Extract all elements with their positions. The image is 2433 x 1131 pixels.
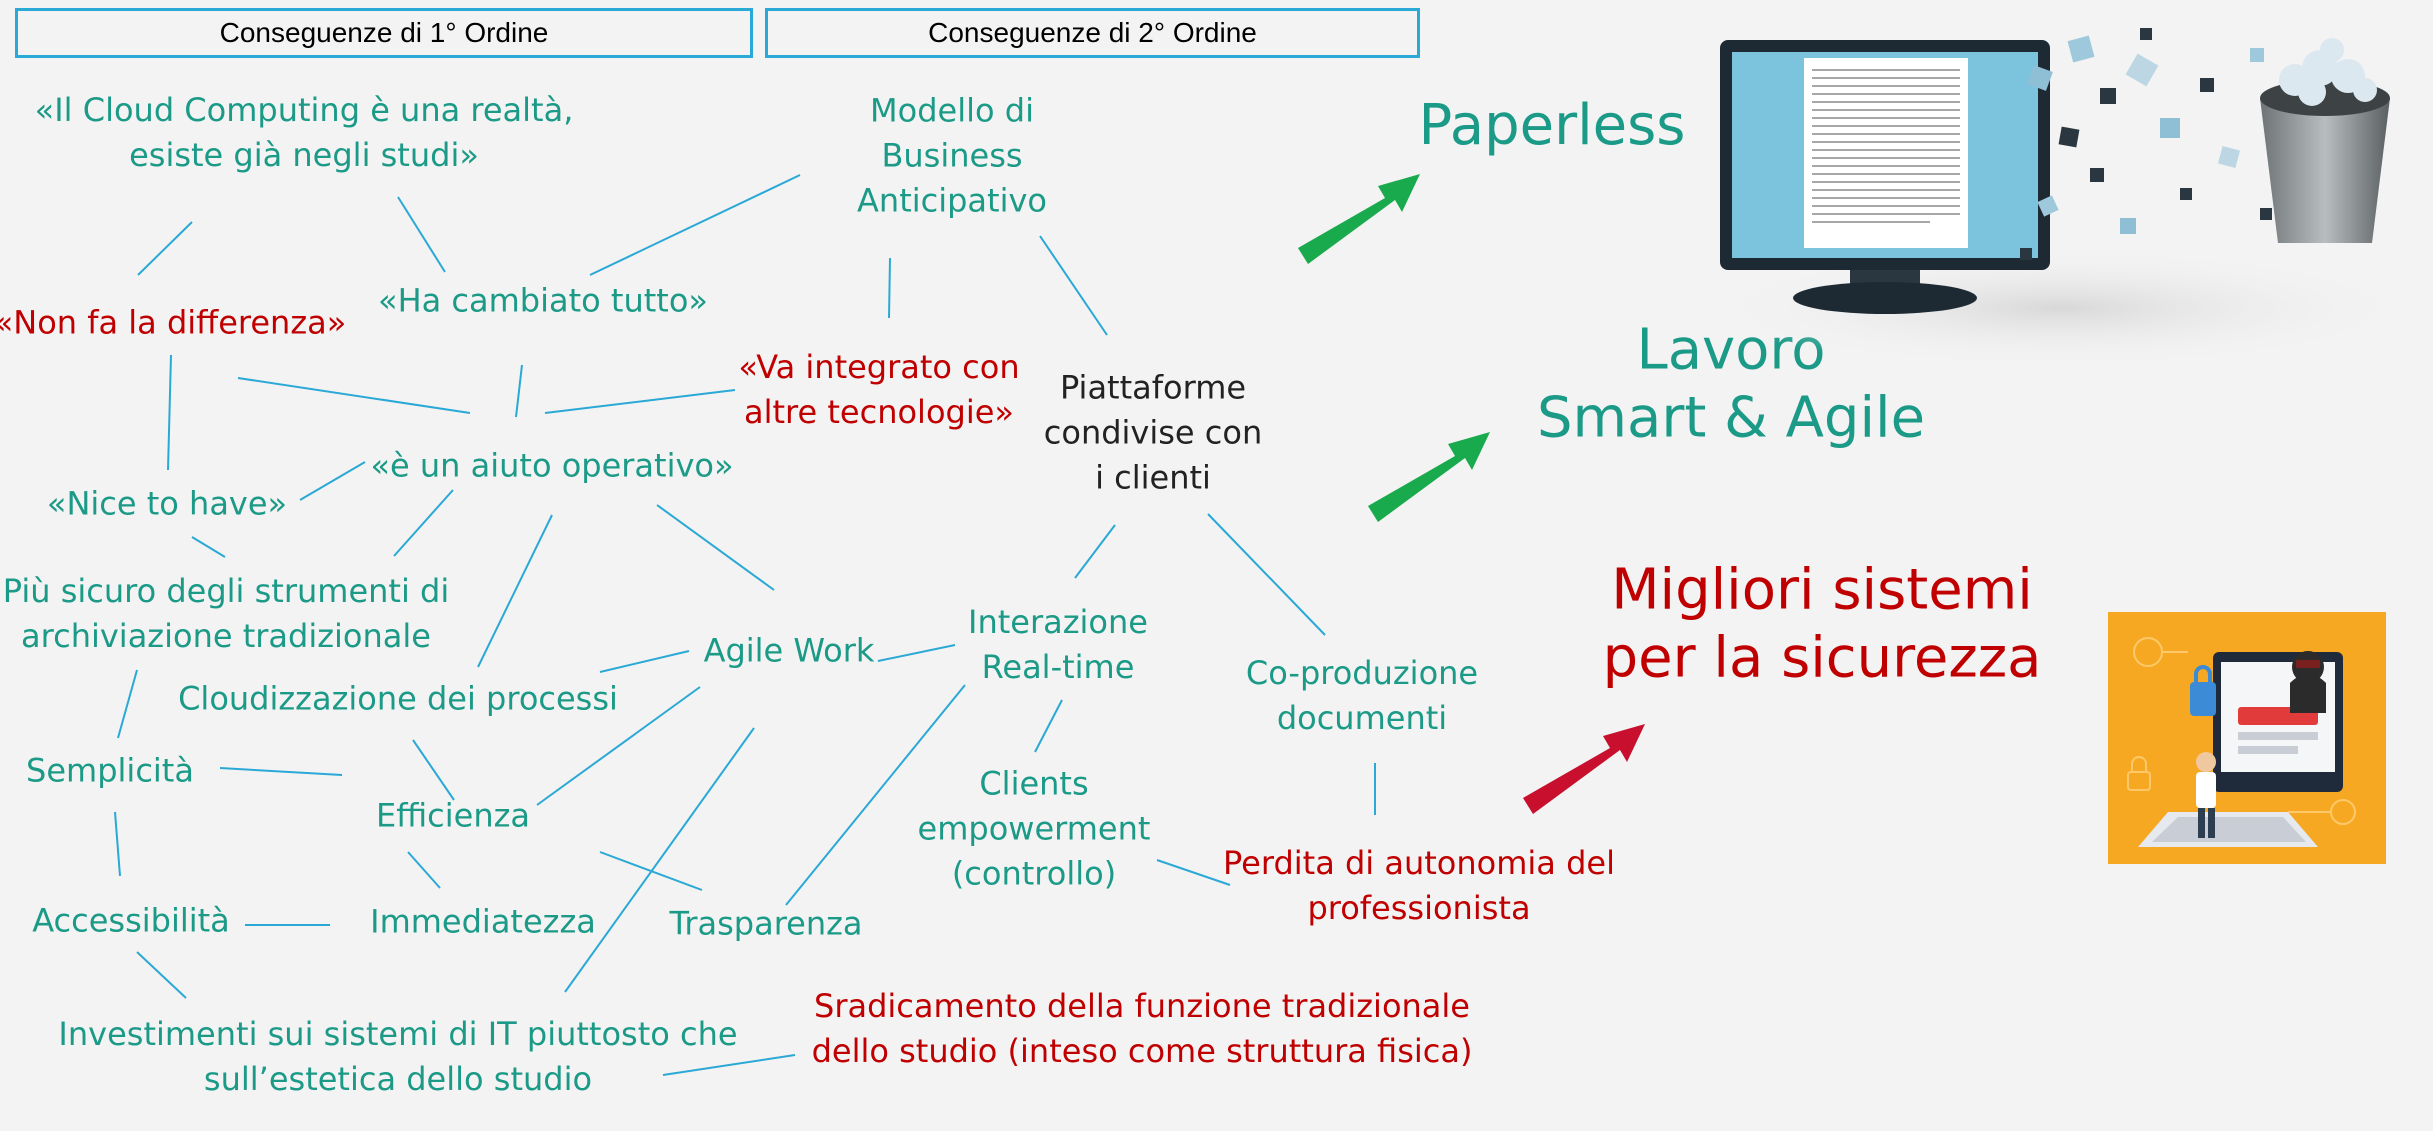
- node-investimenti: Investimenti sui sistemi di IT piuttosto…: [58, 1015, 738, 1098]
- node-sradicamento: Sradicamento della funzione tradizionale…: [811, 987, 1473, 1070]
- arrow-paperless-icon: [1298, 174, 1420, 264]
- outcome-paperless: Paperless: [1418, 92, 1686, 158]
- node-efficienza: Efficienza: [375, 796, 531, 835]
- node-agile-work: Agile Work: [703, 631, 875, 670]
- arrow-sicurezza-icon: [1523, 724, 1645, 814]
- node-ha-cambiato: «Ha cambiato tutto»: [378, 281, 708, 320]
- node-nice-to-have: «Nice to have»: [46, 484, 288, 523]
- paper-shredding-computer-icon: [1700, 28, 2420, 368]
- header-first-order: Conseguenze di 1° Ordine: [15, 8, 753, 58]
- arrow-lavoro-icon: [1368, 432, 1490, 522]
- node-accessibilita: Accessibilità: [32, 901, 230, 940]
- node-cloudizzazione: Cloudizzazione dei processi: [178, 679, 618, 718]
- node-semplicita: Semplicità: [26, 751, 194, 790]
- cyber-security-illustration-icon: [2108, 612, 2386, 864]
- node-cloud-realta: «Il Cloud Computing è una realtà,esiste …: [34, 91, 574, 174]
- node-non-fa-differenza: «Non fa la differenza»: [0, 303, 347, 342]
- header-second-order: Conseguenze di 2° Ordine: [765, 8, 1420, 58]
- node-trasparenza: Trasparenza: [669, 904, 863, 943]
- node-immediatezza: Immediatezza: [370, 902, 596, 941]
- node-aiuto-operativo: «è un aiuto operativo»: [370, 446, 734, 485]
